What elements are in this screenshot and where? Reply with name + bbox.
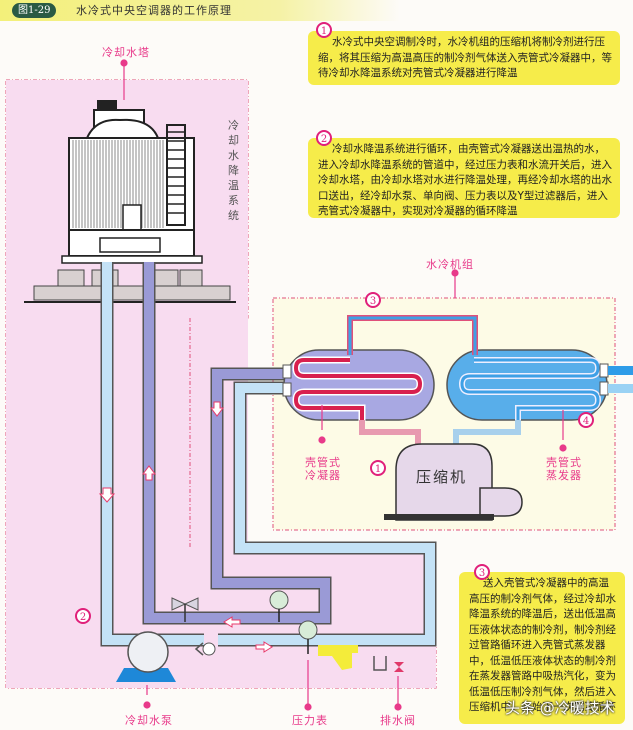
figure-number-badge: 图1-29 — [12, 3, 57, 18]
evaporator-label-2: 蒸发器 — [546, 469, 582, 482]
note-2-marker: 2 — [316, 130, 332, 146]
cooling-system-vertical-label: 冷却水降温系统 — [228, 119, 239, 222]
refrigerant-pipe-condenser-out — [359, 420, 421, 447]
watermark: 头条 @冷暖技术 — [505, 699, 615, 717]
cooling-tower-label: 冷却水塔 — [102, 46, 150, 59]
note-2-text: 冷却水降温系统进行循环，由壳管式冷凝器送出温热的水，进入冷却水降温系统的管道中，… — [318, 143, 612, 217]
evaporator-icon — [446, 349, 633, 422]
y-strainer-icon — [318, 645, 358, 670]
drain-valve-label: 排水阀 — [380, 714, 416, 727]
cool-water-pipe — [100, 262, 437, 647]
compressor-label: 压缩机 — [416, 468, 468, 486]
marker-2-cooling: 2 — [75, 608, 91, 624]
cooling-pump-label: 冷却水泵 — [125, 714, 173, 727]
compressor-icon — [384, 443, 523, 521]
drain-valve-icon — [373, 656, 404, 672]
flow-switch-valve-icon — [171, 597, 199, 622]
flow-arrows — [98, 401, 273, 653]
marker-3-pipe: 3 — [365, 292, 381, 308]
refrigerant-pipe-top-inner — [348, 316, 477, 355]
marker-1-compressor: 1 — [370, 460, 386, 476]
condenser-icon — [282, 349, 435, 422]
leader-lines — [120, 59, 567, 711]
note-1-text: 水冷式中央空调制冷时，水冷机组的压缩机将制冷剂进行压缩，将其压缩为高温高压的制冷… — [318, 36, 612, 79]
warm-water-pipe — [142, 262, 332, 625]
note-3-text: 送入壳管式冷凝器中的高温高压的制冷剂气体，经过冷却水降温系统的降温后，送出低温高… — [469, 577, 616, 713]
condenser-label-2: 冷凝器 — [305, 469, 341, 482]
cooling-pump-icon — [116, 631, 176, 682]
note-1-marker: 1 — [316, 22, 332, 38]
cooling-tower-icon — [24, 100, 236, 303]
note-1: 水冷式中央空调制冷时，水冷机组的压缩机将制冷剂进行压缩，将其压缩为高温高压的制冷… — [308, 31, 620, 85]
marker-4-evaporator: 4 — [578, 412, 594, 428]
pressure-gauge-label: 压力表 — [292, 714, 328, 727]
pressure-gauge-icon — [269, 590, 318, 654]
refrigerant-pipe-evaporator-out — [453, 420, 521, 447]
condenser-label-1: 壳管式 — [305, 456, 341, 469]
note-2: 冷却水降温系统进行循环，由壳管式冷凝器送出温热的水，进入冷却水降温系统的管道中，… — [308, 138, 620, 218]
note-3: 送入壳管式冷凝器中的高温高压的制冷剂气体，经过冷却水降温系统的降温后，送出低温高… — [459, 572, 625, 724]
chiller-unit-label: 水冷机组 — [426, 258, 474, 271]
figure-title: 水冷式中央空调器的工作原理 — [76, 4, 232, 17]
check-valve-icon — [194, 642, 216, 656]
figure-header — [0, 0, 400, 21]
note-3-marker: 3 — [474, 564, 490, 580]
evaporator-label-1: 壳管式 — [546, 456, 582, 469]
